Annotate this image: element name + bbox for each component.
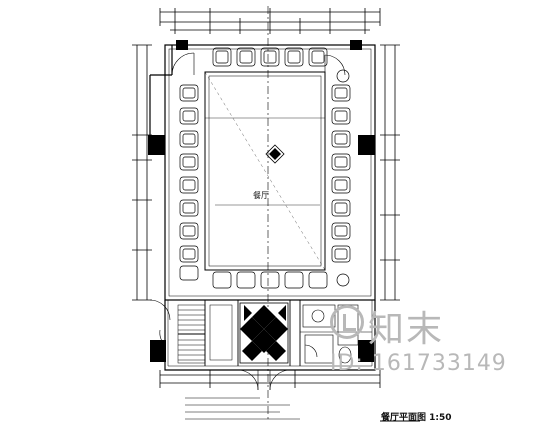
dimension-lines-top xyxy=(159,6,381,420)
entry-doors xyxy=(149,52,346,346)
chairs-right-column xyxy=(331,69,351,287)
bottom-doors xyxy=(237,369,291,391)
staircase xyxy=(177,304,233,364)
chairs-top-row xyxy=(212,47,328,67)
banquet-table xyxy=(204,71,326,271)
room-label: 餐厅 xyxy=(253,191,269,200)
chairs-bottom-row xyxy=(212,271,328,289)
dimension-lines-left xyxy=(132,44,152,301)
drawing-caption: 餐厅平面图 1:50 xyxy=(381,413,452,423)
legend-notes xyxy=(185,397,420,422)
checkerboard-floor xyxy=(239,302,289,364)
chairs-left-column xyxy=(179,84,199,281)
zhimo-logo-icon xyxy=(330,305,364,339)
watermark-brand: 知末 xyxy=(368,309,445,350)
watermark-id: ID: 161733149 xyxy=(330,351,507,376)
dimension-lines-right xyxy=(380,44,400,301)
structural-columns xyxy=(148,40,375,362)
